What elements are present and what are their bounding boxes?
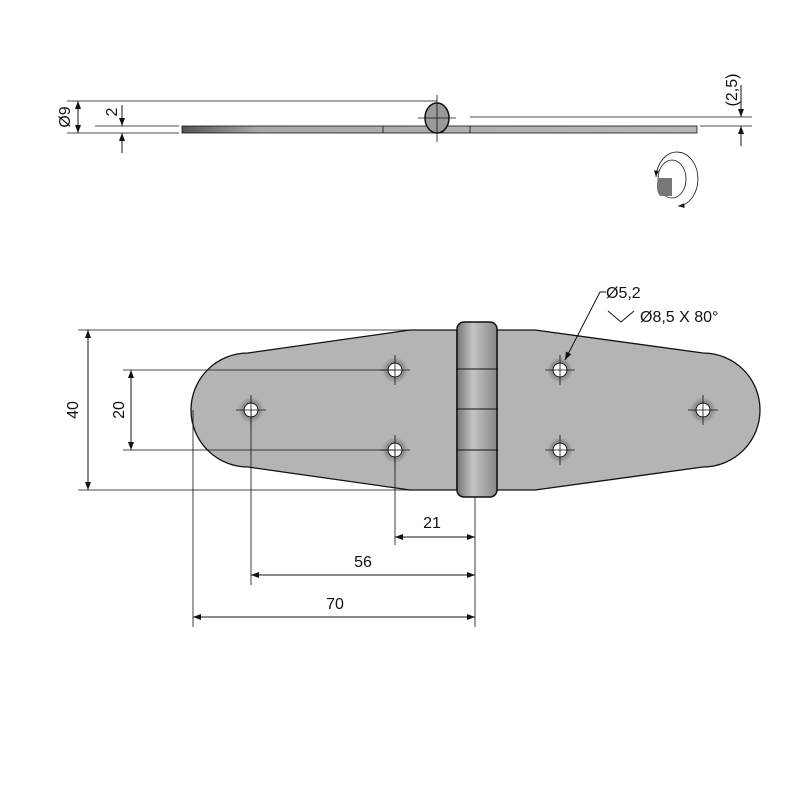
height-dim-label: 40 [65,401,82,419]
side-view: Ø9 2 (2,5) [57,74,752,208]
rotation-arrow-icon [653,151,699,208]
left-leaf [190,329,458,491]
countersink-callout: Ø8,5 X 80° [640,309,718,326]
countersink-icon [607,310,635,323]
hole-spacing-dim-label: 20 [111,401,128,419]
dim-56-label: 56 [354,554,372,571]
leaf-offset-label: (2,5) [724,74,741,107]
pin-diameter-label: Ø9 [57,106,74,127]
hole-callout: Ø5,2 [606,285,641,302]
front-view: 40 20 21 56 70 Ø5,2 Ø8,5 X 80° [65,285,761,627]
right-leaf [496,329,761,491]
thickness-label: 2 [104,107,121,116]
dim-70-label: 70 [326,596,344,613]
dim-21-label: 21 [423,515,441,532]
